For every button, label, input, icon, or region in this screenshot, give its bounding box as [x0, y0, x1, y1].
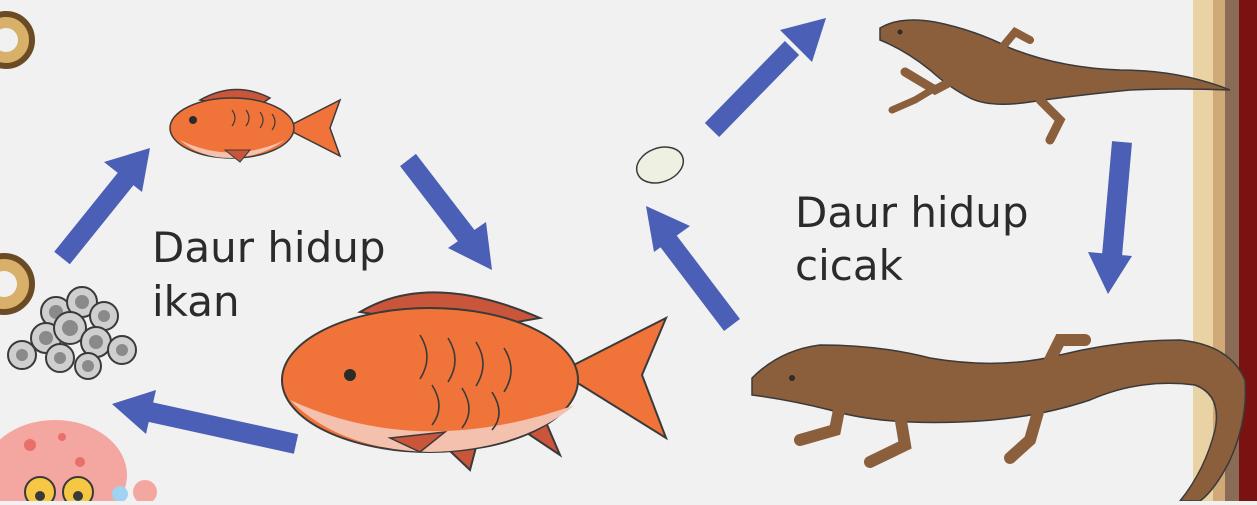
gecko-cycle-label-line2: cicak — [795, 240, 903, 292]
arrow-young-to-adult-fish — [408, 160, 492, 270]
adult-gecko-icon — [752, 340, 1245, 501]
arrow-adult-gecko-to-egg — [646, 206, 732, 325]
left-ring-middle — [0, 256, 32, 312]
arrow-egg-to-young-gecko — [712, 18, 826, 130]
arrow-young-to-adult-gecko — [1088, 142, 1132, 294]
fish-cycle-label-line1: Daur hidup — [152, 222, 386, 274]
arrow-adult-fish-to-eggs — [112, 390, 296, 444]
young-gecko-icon — [880, 20, 1230, 140]
fish-cycle-label-line2: ikan — [152, 276, 240, 328]
arrow-eggs-to-young-fish — [62, 148, 150, 258]
gecko-egg-icon — [632, 141, 689, 189]
young-fish-icon — [170, 89, 340, 162]
left-ring-top — [0, 14, 32, 66]
adult-fish-icon — [282, 292, 666, 470]
gecko-cycle-label-line1: Daur hidup — [795, 187, 1029, 239]
octopus-decoration — [0, 420, 157, 501]
